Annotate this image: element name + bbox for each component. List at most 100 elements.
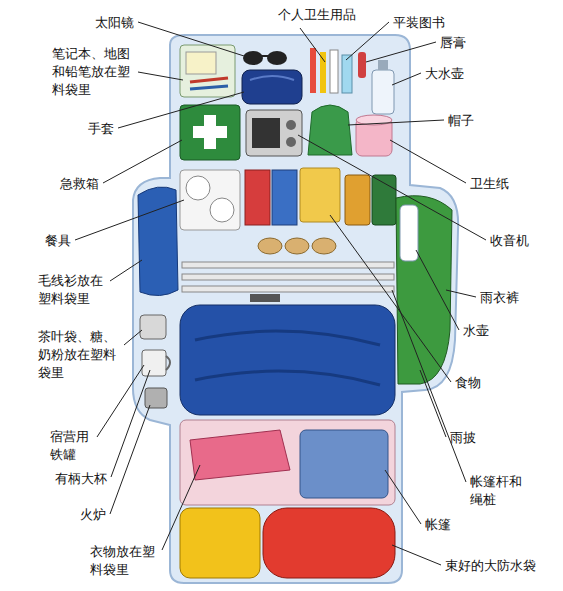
sweater xyxy=(138,187,178,296)
clothes xyxy=(300,430,388,498)
leader-lines xyxy=(97,365,144,437)
leader-lines xyxy=(124,330,142,345)
raincoat xyxy=(396,196,452,384)
part-label: 毛线衫放在塑料袋里 xyxy=(38,272,106,308)
leader-lines xyxy=(392,545,441,565)
cups-and-stove xyxy=(140,315,170,408)
spray-bottle xyxy=(372,70,394,114)
gloves xyxy=(250,76,294,80)
part-label: 茶叶袋、糖、奶粉放在塑料袋里 xyxy=(38,328,120,382)
sleeping-bag xyxy=(195,331,380,385)
spray-bottle xyxy=(372,60,394,114)
part-label: 笔记本、地图和铅笔放在塑料袋里 xyxy=(52,45,134,99)
tins-and-food xyxy=(245,170,270,225)
toiletries xyxy=(330,50,338,93)
tins-and-food xyxy=(300,168,340,222)
radio xyxy=(246,110,302,156)
part-label: 水壶 xyxy=(463,322,489,340)
radio xyxy=(252,118,280,148)
part-label: 衣物放在塑料袋里 xyxy=(90,543,158,579)
waterproof-bags xyxy=(263,508,395,578)
tins-and-food xyxy=(285,238,309,254)
leader-lines xyxy=(110,260,142,281)
part-label: 手套 xyxy=(88,120,114,138)
sunglasses xyxy=(243,51,287,65)
toiletries xyxy=(310,48,316,93)
part-label: 食物 xyxy=(455,374,481,392)
toiletries xyxy=(310,48,366,93)
leader-lines xyxy=(162,465,200,550)
part-label: 太阳镜 xyxy=(95,14,134,32)
leader-lines xyxy=(298,135,486,240)
leader-lines xyxy=(118,92,244,128)
part-label: 火炉 xyxy=(80,506,106,524)
cups-and-stove xyxy=(166,356,170,370)
part-label: 帽子 xyxy=(448,112,474,130)
tins-and-food xyxy=(258,238,282,254)
leader-lines xyxy=(446,290,476,297)
tableware xyxy=(210,198,234,222)
tins-and-food xyxy=(245,168,396,254)
leader-lines xyxy=(348,120,444,125)
part-label: 餐具 xyxy=(45,232,71,250)
tent-poles xyxy=(182,262,394,302)
notebook-bag xyxy=(180,45,235,97)
part-label: 大水壶 xyxy=(425,65,464,83)
leader-lines xyxy=(420,370,446,437)
tins-and-food xyxy=(312,238,336,254)
leader-lines xyxy=(392,73,421,85)
clothes xyxy=(190,430,290,480)
leader-lines xyxy=(300,28,325,62)
hat xyxy=(308,105,352,155)
notebook-bag xyxy=(190,78,228,82)
spray-bottle xyxy=(378,60,388,70)
part-label: 唇膏 xyxy=(440,34,466,52)
part-label: 帐篷 xyxy=(425,516,451,534)
first-aid-kit xyxy=(180,105,240,160)
waterproof-bags xyxy=(180,508,260,578)
clothes xyxy=(180,420,395,505)
tent-poles xyxy=(182,286,394,292)
leader-lines xyxy=(75,200,184,240)
part-label: 急救箱 xyxy=(60,175,99,193)
part-label: 束好的大防水袋 xyxy=(445,557,536,575)
sunglasses xyxy=(267,51,287,65)
toiletries xyxy=(342,55,352,93)
radio xyxy=(286,137,296,147)
tableware xyxy=(180,170,240,230)
tins-and-food xyxy=(272,170,297,225)
notebook-bag xyxy=(190,86,228,89)
leader-lines xyxy=(416,250,459,330)
toiletries xyxy=(320,52,326,93)
first-aid-kit xyxy=(193,126,227,138)
sleeping-bag xyxy=(180,305,395,415)
leader-lines xyxy=(346,22,389,60)
part-label: 雨披 xyxy=(450,429,476,447)
cups-and-stove xyxy=(140,315,166,339)
leader-lines xyxy=(366,42,436,62)
part-label: 平装图书 xyxy=(393,14,445,32)
part-label: 个人卫生用品 xyxy=(278,6,356,24)
tableware xyxy=(186,176,210,200)
radio xyxy=(286,120,296,130)
raincoat xyxy=(396,196,452,384)
leader-lines xyxy=(110,405,150,514)
part-label: 宿营用铁罐 xyxy=(50,428,93,464)
sweater xyxy=(138,187,178,296)
toiletries xyxy=(358,52,366,78)
part-label: 收音机 xyxy=(490,232,529,250)
cups-and-stove xyxy=(145,388,167,408)
gloves xyxy=(242,70,302,104)
leader-lines xyxy=(385,470,421,524)
sunglasses xyxy=(262,55,268,57)
leader-lines xyxy=(330,215,451,382)
leader-lines xyxy=(390,140,466,183)
part-label: 有柄大杯 xyxy=(55,470,107,488)
leader-lines xyxy=(75,22,486,565)
sleeping-bag xyxy=(180,305,395,415)
clothes xyxy=(180,420,395,505)
leader-lines xyxy=(392,290,466,482)
tent-poles xyxy=(250,294,280,302)
